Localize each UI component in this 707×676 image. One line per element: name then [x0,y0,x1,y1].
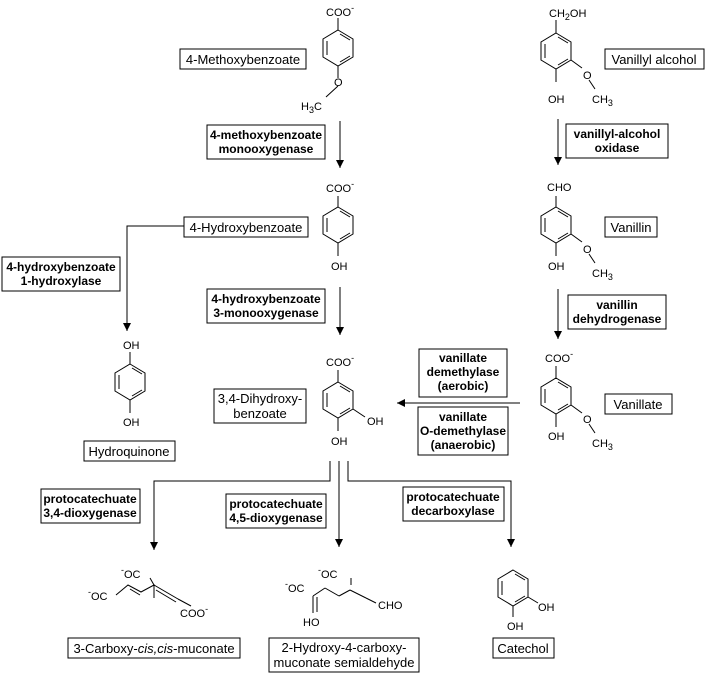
atom-oh: OH [548,94,565,106]
atom-oh: OH [548,431,565,443]
atom-ch2oh: CH2OH [549,8,586,22]
ring-hydroquinone [114,352,146,413]
atom-ooc: -OC [318,565,338,581]
label-hydroquinone: Hydroquinone [89,444,170,459]
atom-cho: CHO [547,182,572,194]
label-semialdehyde-line1: 2-Hydroxy-4-carboxy- [282,640,407,655]
atom-cho: CHO [378,600,403,612]
compound-boxes [67,48,705,673]
ring-methoxybenzoate [322,18,354,98]
atom-labels: COO- O H3C CH2OH O OH CH3 COO- OH CHO O … [88,3,613,633]
ring-vanillyl-alcohol [540,20,596,90]
atom-coo: COO- [545,349,573,365]
atom-ooc: -OC [88,587,108,603]
label-hydroxybenzoate: 4-Hydroxybenzoate [190,220,303,235]
atom-oh: OH [538,602,555,614]
atom-oh: OH [507,621,524,633]
atom-o: O [583,70,592,82]
atom-coo: COO- [326,3,354,19]
label-catechol: Catechol [497,641,548,656]
muconate-skeleton [115,577,192,607]
atom-ch3: CH3 [592,94,613,108]
atom-o: O [583,414,592,426]
ring-vanillin [540,196,596,264]
atom-oh: OH [367,416,384,428]
atom-coo: COO- [326,353,354,369]
enzyme-boxes [1,123,669,529]
atom-oh: OH [548,261,565,273]
label-carboxy-muconate: 3-Carboxy-cis,cis-muconate [73,641,234,656]
pathway-arrows [123,119,562,550]
label-semialdehyde-line2: muconate semialdehyde [274,655,415,670]
atom-coo: COO- [326,179,354,195]
ring-vanillate [540,366,596,434]
atom-ooc: -OC [285,579,305,595]
atom-ch3: CH3 [592,438,613,452]
atom-oh: OH [123,417,140,429]
atom-oh: OH [331,436,348,448]
atom-o: O [334,77,343,89]
atom-ooc: -OC [121,565,141,581]
label-vanillin: Vanillin [611,220,652,235]
ring-catechol [497,569,539,617]
label-vanillyl-alcohol: Vanillyl alcohol [611,52,696,67]
atom-oh: OH [331,261,348,273]
ring-dihydroxybenzoate [322,370,366,431]
atom-o: O [583,244,592,256]
label-dihydroxybenzoate-line1: 3,4-Dihydroxy- [218,391,303,406]
atom-oh: OH [123,340,140,352]
atom-h3c: H3C [301,101,322,115]
atom-coo: COO- [180,604,208,620]
atom-ch3: CH3 [592,268,613,282]
atom-ho: HO [303,617,320,629]
label-vanillate: Vanillate [614,397,663,412]
semialdehyde-skeleton [312,578,377,613]
label-methoxybenzoate: 4-Methoxybenzoate [186,52,300,67]
label-dihydroxybenzoate-line2: benzoate [233,406,287,421]
ring-hydroxybenzoate [322,196,354,256]
